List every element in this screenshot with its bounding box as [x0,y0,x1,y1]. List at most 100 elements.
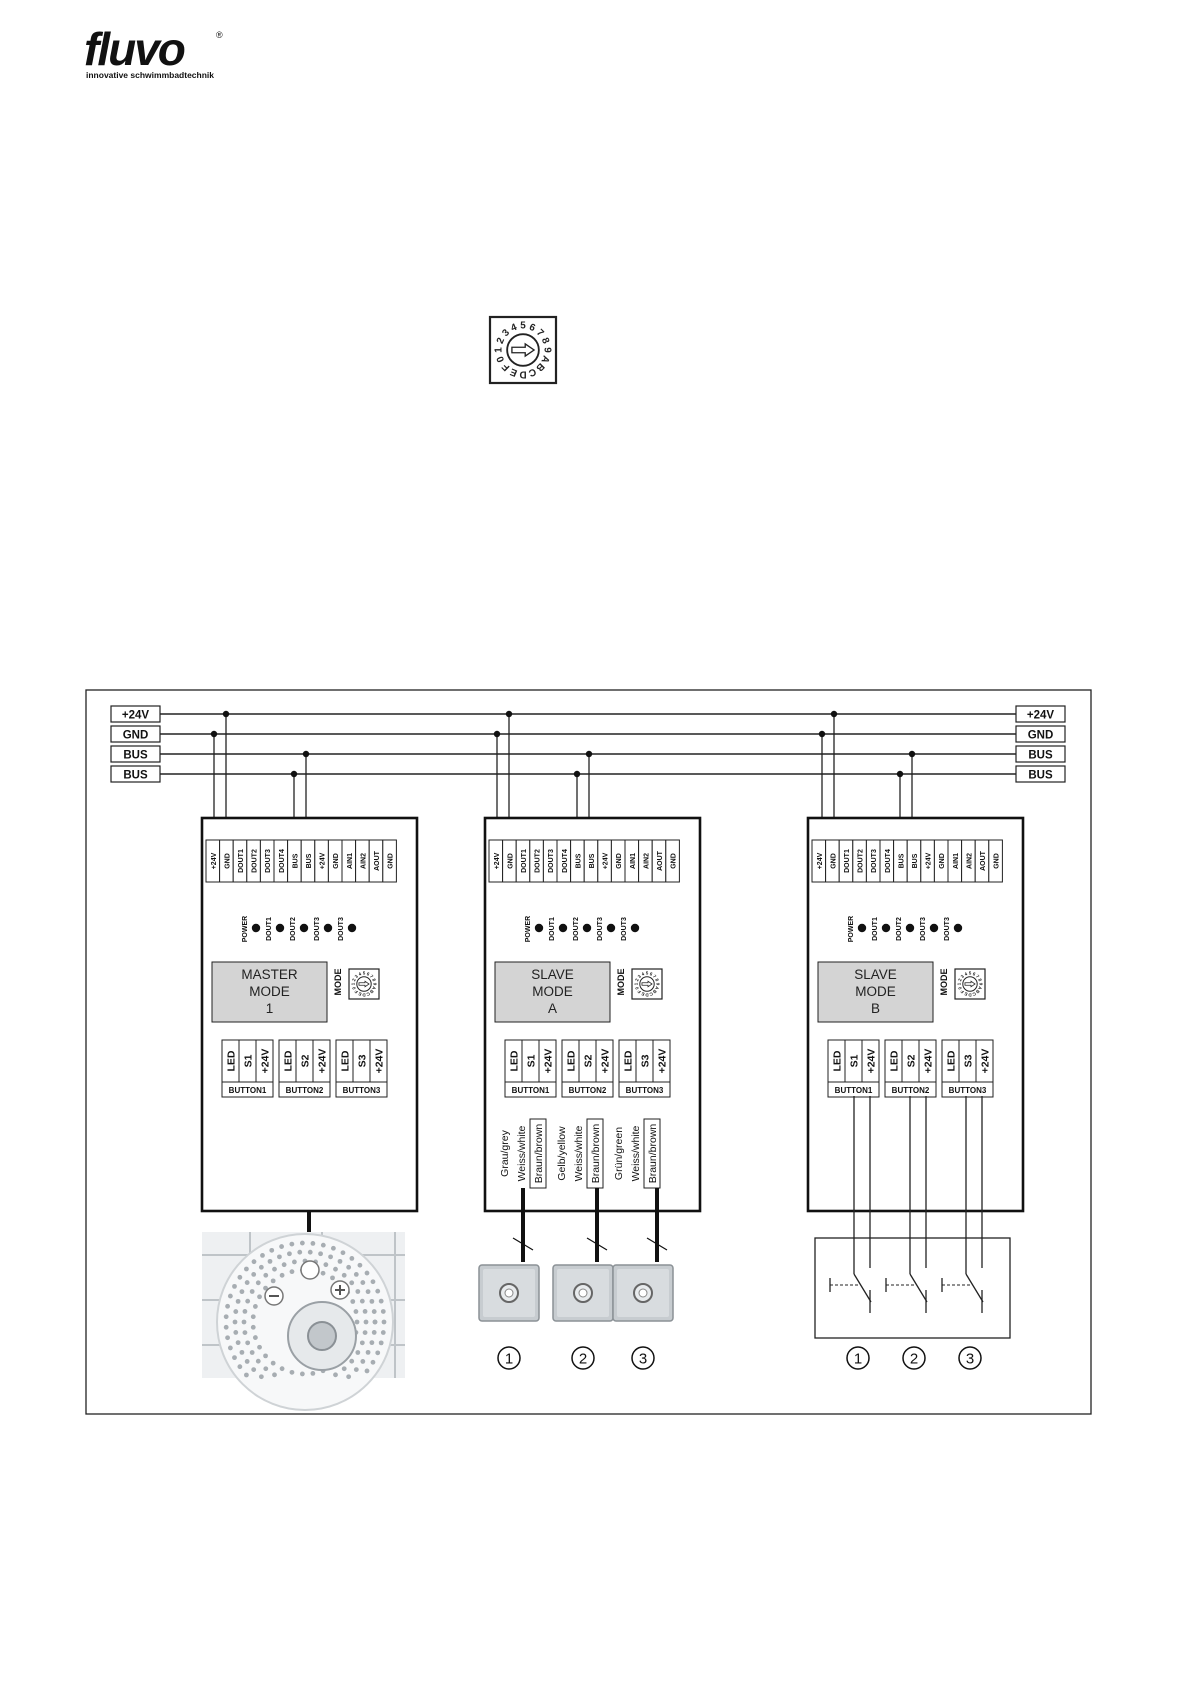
button-pin-label: +24V [866,1049,878,1074]
cable-slash [512,1237,534,1251]
rotary-digit: F [353,989,359,995]
button-name-cell [335,1081,388,1098]
nozzle-hole [251,1271,257,1277]
nozzle-hole [289,1241,295,1247]
nozzle-hole [251,1259,257,1265]
rotary-digit: 1 [957,982,962,985]
led-indicator [905,923,915,933]
button-name-label: BUTTON2 [286,1086,324,1095]
nozzle-hole [360,1359,366,1364]
led-label: POWER [242,916,249,942]
nozzle-hole [255,1280,261,1286]
wire-color-label: Weiss/white [516,1125,528,1181]
nozzle-hole [223,1314,229,1320]
logo-tagline: innovative schwimmbadtechnik [86,70,215,80]
wire-color-label: Grau/grey [499,1129,511,1176]
button-pin-label: S1 [849,1054,861,1067]
led-indicator [534,923,544,933]
rotary-digit: 2 [957,977,963,982]
wire-color-label: Braun/brown [647,1124,659,1184]
nozzle-hole [272,1266,277,1272]
rotary-digit: 0 [351,986,357,991]
terminal-label: DOUT1 [521,849,528,873]
nozzle-hole [360,1280,366,1285]
terminal-cell [988,839,1003,883]
terminal-label: DOUT3 [871,849,878,873]
led-indicator [323,923,333,933]
nozzle-hole [239,1289,245,1295]
nozzle-hole [375,1350,381,1356]
rotary-digit: 3 [960,973,966,979]
nozzle-hole [249,1289,255,1294]
bus-label-box [1015,765,1066,783]
button-number: 3 [639,1351,647,1368]
cable-slash [646,1237,668,1251]
led-indicator [275,923,285,933]
master-accessory [202,1211,405,1411]
rotary-digit: 9 [978,983,983,986]
rotary-digit: 3 [354,973,360,979]
nozzle-hole [241,1319,247,1325]
button-name-label: BUTTON1 [835,1086,873,1095]
rotary-digit: 9 [541,347,552,353]
terminal-cell [382,839,397,883]
bus-junction-dot [222,710,230,718]
terminal-label: GND [671,853,678,869]
nozzle-hole [299,1371,305,1377]
terminal-label: DOUT4 [885,849,892,873]
button-number: 3 [966,1351,974,1368]
bus-label-left: +24V [122,710,150,722]
terminal-label: DOUT1 [844,849,851,873]
nozzle-hole [263,1353,268,1359]
rotary-digit: B [651,989,657,995]
bus-junction-dot [908,750,916,758]
nozzle-hole [380,1330,386,1335]
nozzle-hole [364,1270,370,1276]
button-number: 2 [579,1351,587,1368]
rotary-digit: 2 [495,336,507,346]
bus-junction-dot [290,770,298,778]
led-indicator [881,923,891,933]
nozzle-hole [232,1355,237,1361]
bus-label-box [1015,725,1066,743]
button-pin-label: +24V [317,1049,329,1074]
button-name-cell [221,1081,274,1098]
rotary-digit: 1 [634,982,639,985]
mode-display [494,961,611,1023]
logo-registered-mark: ® [216,30,223,40]
nozzle-hole [310,1240,316,1246]
nozzle-hole [320,1270,326,1276]
rotary-arrow-icon [964,980,976,988]
button-pin-label: LED [623,1050,635,1071]
wire-label-cell [553,1119,569,1188]
terminal-label: AIN2 [643,853,650,869]
led-indicator [251,923,261,933]
mode-label: MODE [939,969,949,996]
nozzle-hole [359,1340,365,1346]
cable-slash [586,1237,608,1251]
button-pin-label: +24V [260,1049,272,1074]
button-pin-label: LED [226,1050,238,1071]
nozzle-hole [244,1372,249,1378]
wire-color-label: Gelb/yellow [556,1126,568,1181]
led-indicator [606,923,616,933]
bus-label-box [110,725,161,743]
wire-label-cell [627,1119,643,1188]
nozzle-hole [340,1250,346,1256]
rotary-digit: D [968,992,972,997]
terminal-label: AIN2 [360,853,367,869]
terminal-label: AIN1 [347,853,354,869]
slave-a-wiring: Grau/grey Weiss/white Braun/brown Gelb/yell… [478,1118,674,1370]
nozzle-hole [225,1303,230,1309]
push-button-led [578,1288,588,1298]
terminal-label: DOUT2 [252,849,259,873]
rotary-digit: A [654,986,660,992]
wire-label-cell [570,1119,586,1188]
button-name-cell [504,1081,557,1098]
button-name-label: BUTTON1 [229,1086,267,1095]
button-number-circle [902,1346,926,1370]
nozzle-hole [250,1314,256,1320]
nozzle-hole [333,1266,338,1272]
